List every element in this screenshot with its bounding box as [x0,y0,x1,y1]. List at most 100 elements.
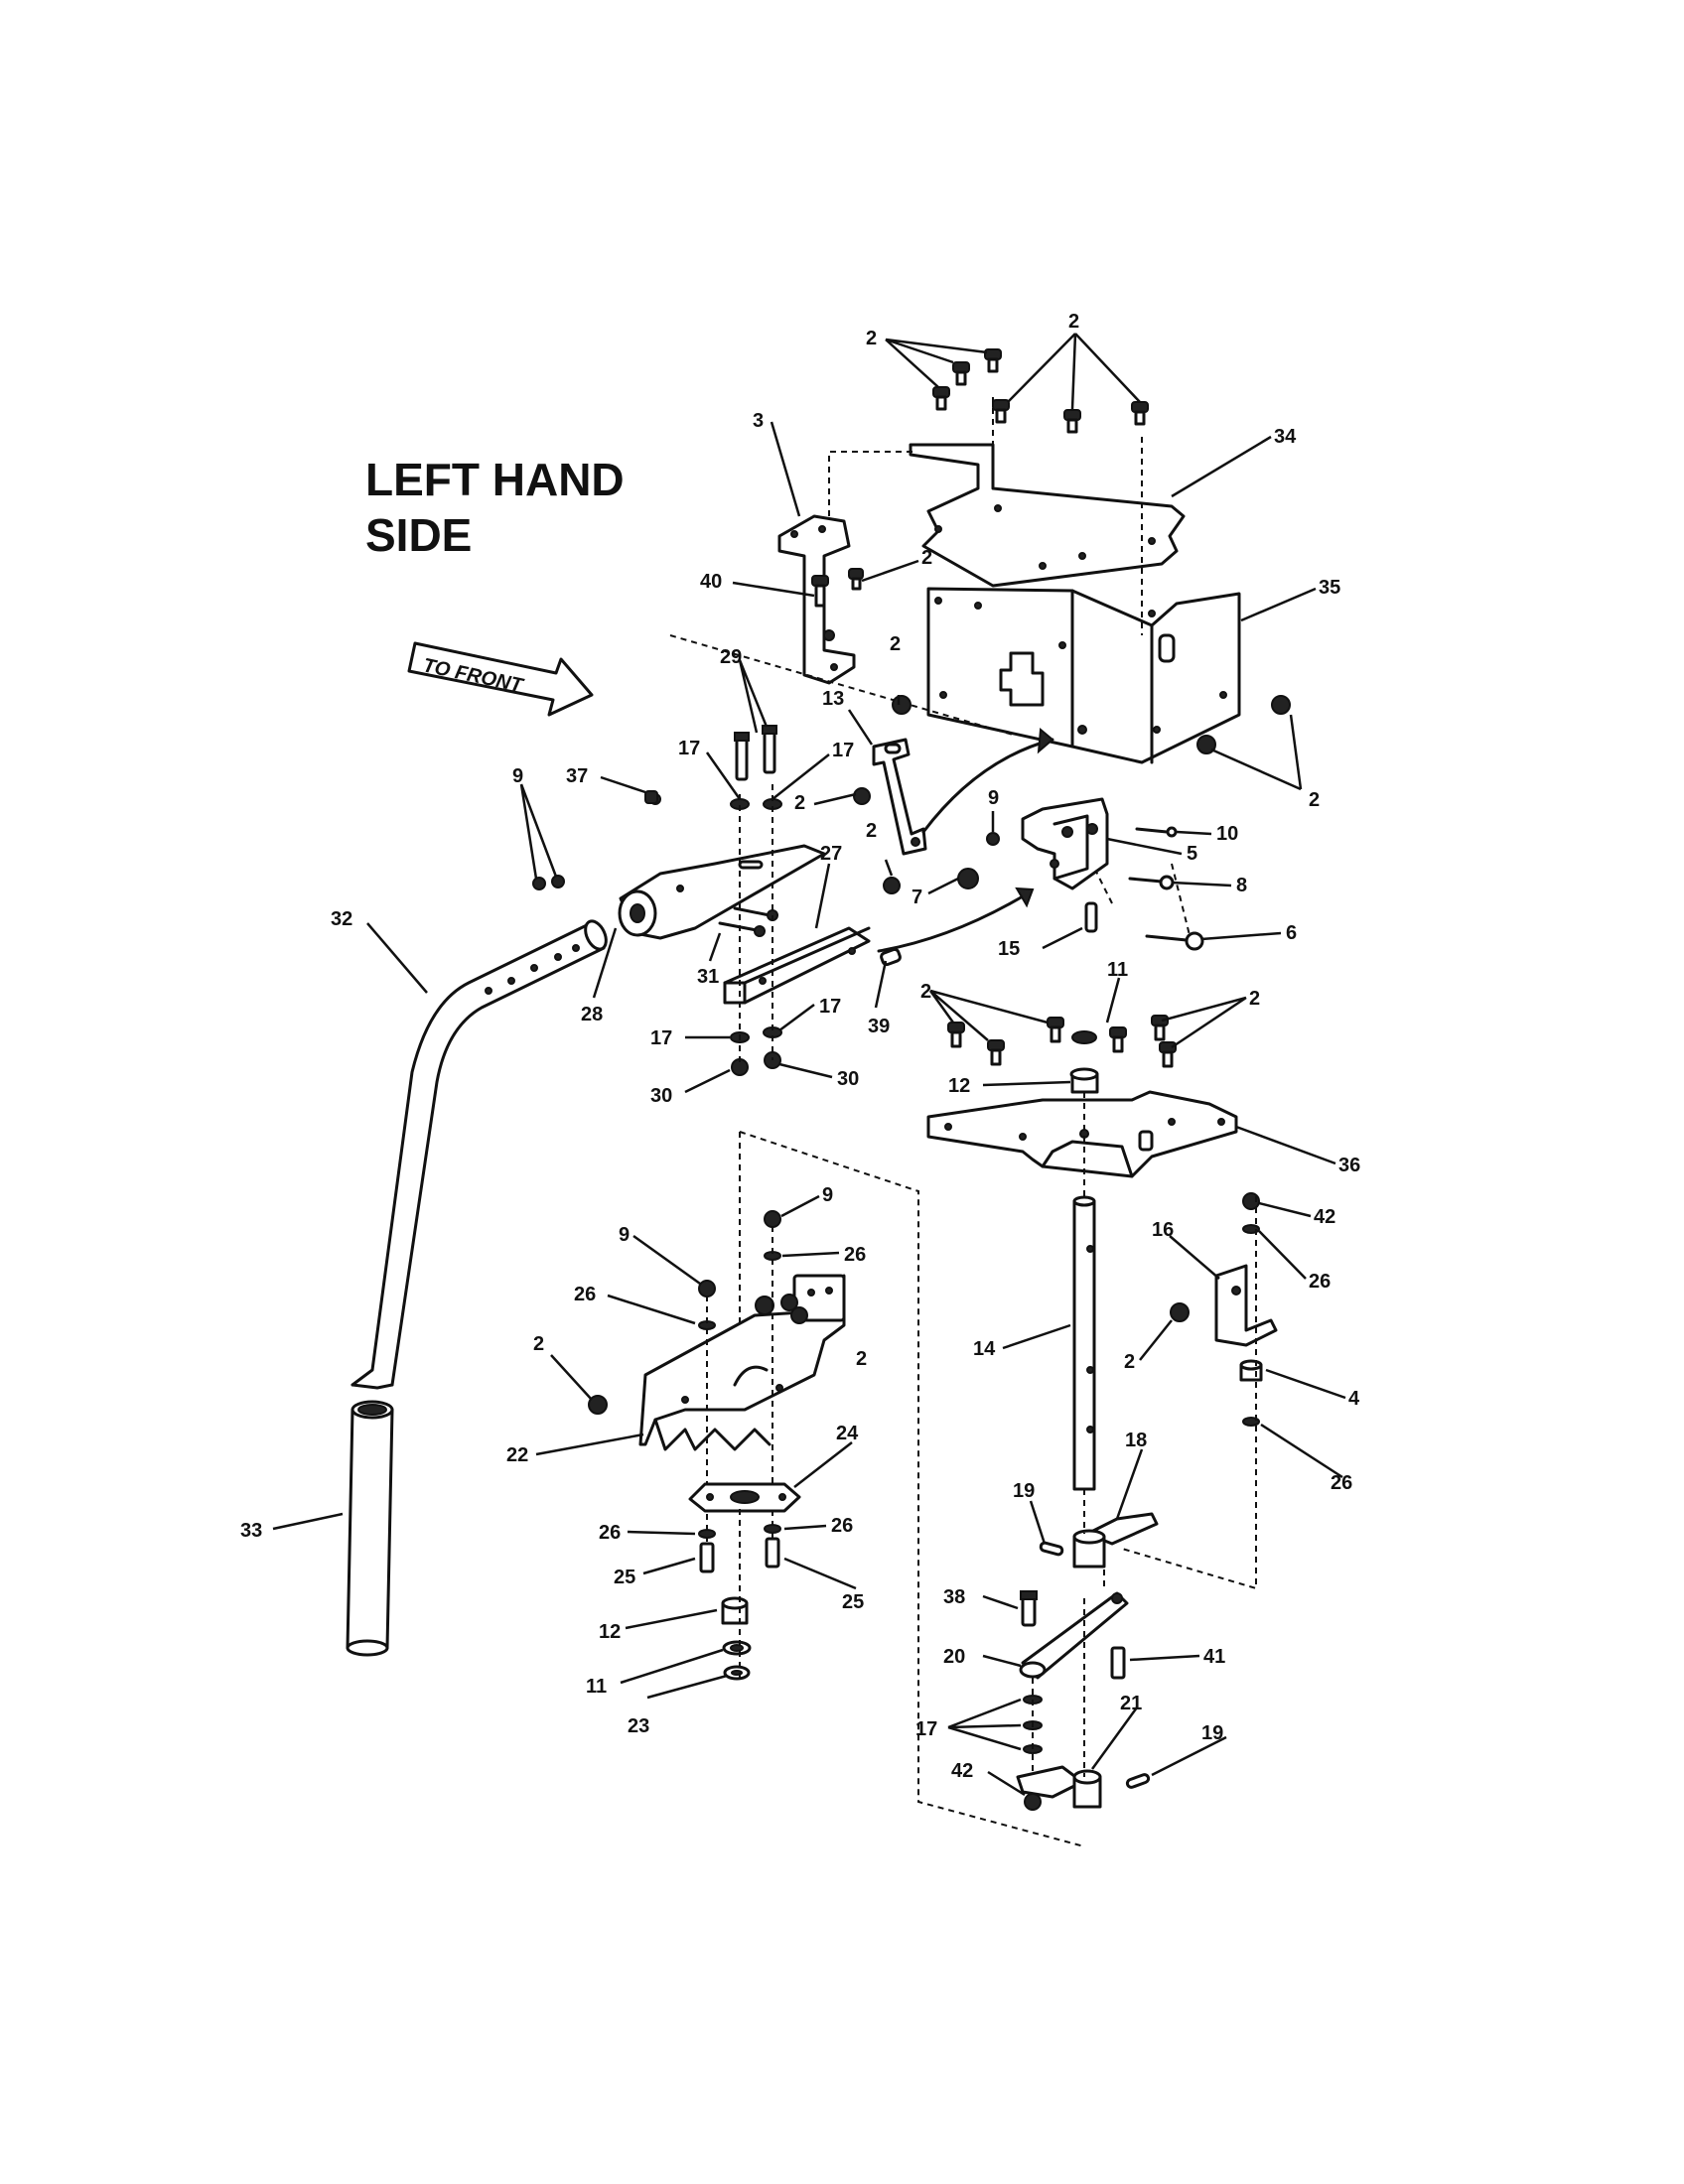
callout-26: 26 [1309,1271,1331,1293]
callout-5: 5 [1187,843,1197,865]
callout-18: 18 [1125,1430,1147,1451]
callout-16: 16 [1152,1219,1174,1241]
callout-37: 37 [566,765,588,787]
title-line-2: SIDE [365,509,473,561]
callout-15: 15 [998,938,1020,960]
callout-10: 10 [1216,823,1238,845]
callout-2: 2 [866,328,877,349]
callout-23: 23 [628,1715,649,1737]
callout-11: 11 [1107,959,1128,981]
callout-labels: 2 2 3 34 40 2 35 29 13 2 17 17 37 9 2 2 … [240,311,1360,1782]
callout-2: 2 [533,1333,544,1355]
callout-2: 2 [920,981,931,1003]
callout-33: 33 [240,1520,262,1542]
callout-27: 27 [820,843,842,865]
arm-18 [1039,1512,1159,1588]
callout-9: 9 [988,787,999,809]
lower-left-hardware [698,1509,781,1681]
callout-26: 26 [831,1515,853,1537]
callout-2: 2 [921,547,932,569]
arm-21 [1016,1092,1151,1811]
callout-29: 29 [720,646,742,668]
bracket-22 [588,1274,846,1451]
tube-27 [723,926,902,1005]
callout-21: 21 [1120,1693,1142,1714]
bracket-16 [1121,1192,1278,1590]
callout-34: 34 [1274,426,1297,448]
callout-2: 2 [890,633,901,655]
callout-7: 7 [912,887,922,908]
callout-40: 40 [700,571,722,593]
callout-35: 35 [1319,577,1340,599]
callout-3: 3 [753,410,764,432]
callout-26: 26 [844,1244,866,1266]
callout-17: 17 [915,1718,937,1740]
handle-tube-32 [351,919,608,1390]
title-line-1: LEFT HAND [365,454,625,505]
callout-17: 17 [678,738,700,759]
callout-38: 38 [943,1586,965,1608]
assembly-arrowhead-lower [1015,887,1035,908]
callout-2: 2 [1249,988,1260,1010]
callout-25: 25 [842,1591,864,1613]
callout-12: 12 [599,1621,621,1643]
leader-lines [272,333,1346,1797]
callout-17: 17 [650,1027,672,1049]
callout-26: 26 [599,1522,621,1544]
callout-12: 12 [948,1075,970,1097]
callout-19: 19 [1201,1722,1223,1744]
upper-mid-hardware [532,787,1000,894]
upper-bolts [811,348,1291,754]
shaft-14 [1072,1195,1096,1491]
diagram-title: LEFT HAND SIDE [365,452,625,563]
callout-13: 13 [822,688,844,710]
callout-2: 2 [856,1348,867,1370]
callout-24: 24 [836,1423,859,1444]
callout-42: 42 [951,1760,973,1782]
assembly-arrow-lower [877,891,1030,953]
mid-bolts [947,1015,1177,1094]
callout-20: 20 [943,1646,965,1668]
callout-19: 19 [1013,1480,1035,1502]
to-front-arrow: TO FRONT [407,641,594,717]
callout-11: 11 [586,1676,607,1698]
callout-22: 22 [506,1444,528,1466]
callout-9: 9 [822,1184,833,1206]
bracket-5 [1021,797,1109,890]
link-20 [1019,1590,1129,1680]
assembly-arrow-upper [921,738,1054,834]
plate-36 [926,1090,1238,1178]
callout-9: 9 [512,765,523,787]
callout-39: 39 [868,1016,890,1037]
callout-8: 8 [1236,875,1247,896]
bolts-29-31 [644,725,782,937]
callout-30: 30 [650,1085,672,1107]
washers-17 [1023,1678,1043,1777]
callout-2: 2 [1068,311,1079,333]
top-plate-34 [909,443,1186,588]
plate-24 [688,1482,801,1513]
callout-2: 2 [1124,1351,1135,1373]
pivot-bracket-28 [618,844,826,940]
callout-30: 30 [837,1068,859,1090]
callout-2: 2 [794,792,805,814]
assembly-arrowhead-upper [1037,728,1054,754]
callout-17: 17 [832,740,854,761]
callout-28: 28 [581,1004,603,1025]
callout-9: 9 [619,1224,630,1246]
to-front-label: TO FRONT [421,654,526,697]
callout-42: 42 [1314,1206,1335,1228]
callout-41: 41 [1203,1646,1225,1668]
callout-2: 2 [866,820,877,842]
callout-4: 4 [1348,1388,1360,1410]
callout-14: 14 [973,1338,996,1360]
callout-31: 31 [697,966,719,988]
tube-33 [346,1400,394,1657]
callout-26: 26 [1331,1472,1352,1494]
bolts-10-8-6 [1084,826,1204,951]
callout-6: 6 [1286,922,1297,944]
callout-2: 2 [1309,789,1320,811]
housing-35 [926,587,1241,764]
